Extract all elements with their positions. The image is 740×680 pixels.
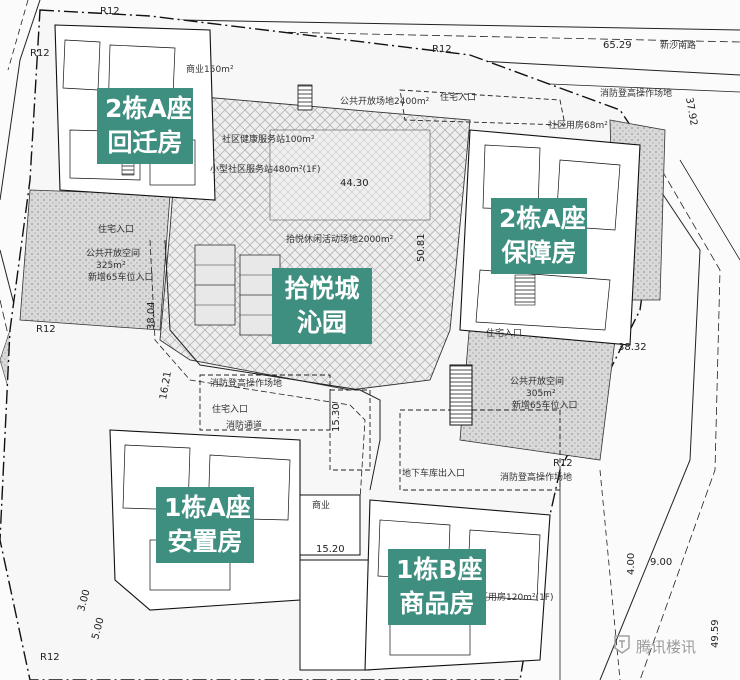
watermark-text: 腾讯楼讯 xyxy=(636,638,697,656)
note-fire-lane-north: 消防登高操作场地 xyxy=(600,87,672,99)
note-area-100: 社区健康服务站100m² xyxy=(222,133,315,145)
label-2a-resettle: 2栋A座 回迁房 xyxy=(97,88,193,164)
dim-50-81: 50.81 xyxy=(416,233,427,262)
r12-label-n: R12 xyxy=(432,44,452,55)
dim-38-04: 38.04 xyxy=(146,301,157,330)
note-entrance-west: 住宅入口 xyxy=(98,223,134,235)
label-2a-guarantee-line2: 保障房 xyxy=(501,238,577,267)
r12-label-e: R12 xyxy=(553,458,573,469)
label-2a-resettle-line2: 回迁房 xyxy=(107,128,183,157)
internal-road-edge xyxy=(149,239,366,501)
note-new65-east: 新增65车位入口 xyxy=(512,399,577,411)
label-1b-line2: 商品房 xyxy=(399,589,475,618)
label-park: 拾悦城 沁园 xyxy=(272,268,372,344)
r12-label-nw: R12 xyxy=(30,48,50,59)
label-1a-line1: 1栋A座 xyxy=(164,493,251,522)
note-parking-entry: 地下车库出入口 xyxy=(402,467,465,479)
note-public-west: 公共开放空间 xyxy=(86,247,140,259)
note-area-150: 商业150m² xyxy=(186,63,234,75)
fire-lanes xyxy=(199,89,566,491)
dim-37-92: 37.92 xyxy=(683,97,699,127)
note-fire-lane-south: 消防登高操作场地 xyxy=(500,471,572,483)
dim-49-59: 49.59 xyxy=(710,619,721,648)
commercial-strip xyxy=(299,494,371,671)
label-1b-line1: 1栋B座 xyxy=(396,555,483,584)
internal-road xyxy=(164,239,381,491)
label-2a-guarantee: 2栋A座 保障房 xyxy=(491,198,587,274)
label-1b: 1栋B座 商品房 xyxy=(388,549,486,625)
note-area-305: 305m² xyxy=(526,389,556,399)
r12-label-sw: R12 xyxy=(40,652,60,663)
note-area-68: 社区用房68m² xyxy=(548,119,608,131)
r12-label-top: R12 xyxy=(100,6,120,17)
plaza-upper xyxy=(269,129,431,221)
note-area-325: 325m² xyxy=(96,261,126,271)
dim-9-00: 9.00 xyxy=(650,557,672,568)
ramp-stair xyxy=(449,364,473,426)
dim-38-32: 38.32 xyxy=(618,342,647,353)
watermark-logo-icon xyxy=(614,635,630,654)
note-fire-road: 消防通道 xyxy=(226,419,262,431)
dim-44-30: 44.30 xyxy=(340,178,369,189)
dim-15-30: 15.30 xyxy=(331,403,342,432)
label-2a-resettle-line1: 2栋A座 xyxy=(105,94,192,123)
r12-label-w: R12 xyxy=(36,324,56,335)
road-name-label: 新沙南路 xyxy=(660,39,696,51)
label-1a-line2: 安置房 xyxy=(167,527,243,556)
note-area-2400: 公共开放场地2400m² xyxy=(340,95,430,107)
note-new65-west: 新增65车位入口 xyxy=(88,271,153,283)
note-area-480: 小型社区服务站480m²(1F) xyxy=(210,163,320,175)
note-entrance-east: 住宅入口 xyxy=(486,327,522,339)
area-notes: 新沙南路 拾悦休闲活动场地2000m² 公共开放场地2400m² 小型社区服务站… xyxy=(86,39,696,603)
dim-65-29: 65.29 xyxy=(603,40,632,51)
label-1a: 1栋A座 安置房 xyxy=(156,487,254,563)
note-entrance-north: 住宅入口 xyxy=(440,91,476,103)
dim-4-00: 4.00 xyxy=(626,553,637,575)
dimension-labels: 65.29 37.92 44.30 50.81 38.04 16.21 15.2… xyxy=(30,6,721,663)
note-area-120: 社区用房120m²(1F) xyxy=(470,591,553,603)
note-entrance-mid: 住宅入口 xyxy=(212,403,248,415)
note-public-east: 公共开放空间 xyxy=(510,375,564,387)
label-2a-guarantee-line1: 2栋A座 xyxy=(499,204,586,233)
stair-top xyxy=(297,84,313,111)
label-park-line2: 沁园 xyxy=(296,308,347,337)
note-area-2000: 拾悦休闲活动场地2000m² xyxy=(286,233,394,245)
note-biz: 商业 xyxy=(312,499,330,511)
label-park-line1: 拾悦城 xyxy=(284,274,360,303)
dim-15-20: 15.20 xyxy=(316,544,345,555)
dim-16-21: 16.21 xyxy=(158,370,174,400)
note-fire-lane-mid: 消防登高操作场地 xyxy=(210,377,282,389)
